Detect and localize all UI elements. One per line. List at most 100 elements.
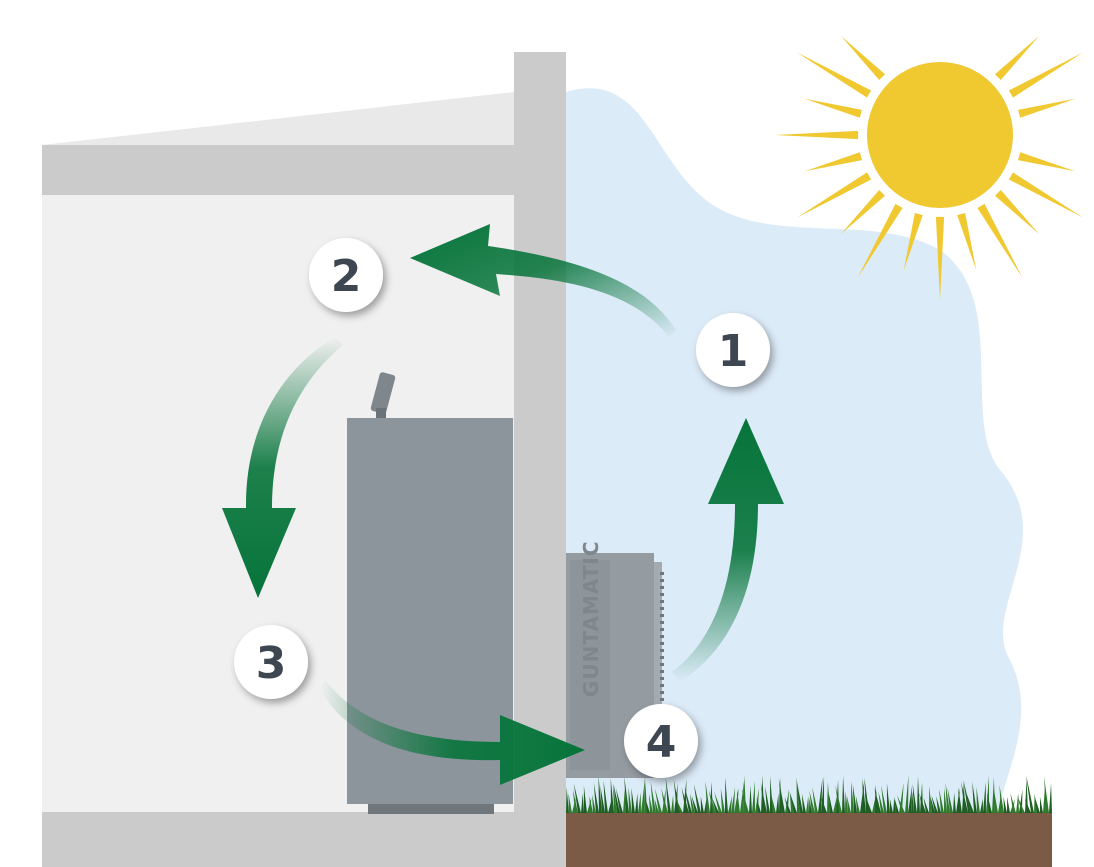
grass-blade — [945, 782, 950, 813]
step-4-number: 4 — [646, 717, 677, 768]
grass-blade — [741, 788, 749, 813]
sun-ray — [841, 36, 885, 80]
grass-blade — [675, 797, 683, 813]
unit-fin — [660, 628, 664, 631]
arrow-4-to-1 — [672, 418, 784, 682]
grass-blade — [638, 792, 641, 813]
grass-blade — [583, 785, 587, 813]
grass-blade — [947, 787, 953, 813]
sun-ray — [1008, 52, 1083, 98]
grass-blade — [673, 779, 680, 813]
step-4-badge — [624, 704, 698, 778]
grass-blade — [987, 793, 992, 813]
grass-blade — [784, 796, 791, 813]
unit-fin — [660, 607, 664, 610]
grass-blade — [828, 792, 833, 813]
grass-blade — [661, 787, 668, 813]
grass-blade — [961, 781, 968, 813]
grass-blade — [1007, 796, 1010, 813]
grass-blade — [874, 787, 881, 813]
grass-blade — [833, 795, 838, 813]
grass-blade — [615, 788, 623, 813]
grass-blade — [704, 798, 707, 813]
arrow-1-to-2 — [410, 224, 676, 338]
sun-ray — [797, 52, 872, 98]
grass-blade — [778, 779, 785, 813]
grass-blade — [864, 793, 872, 813]
grass-blade — [852, 784, 857, 813]
grass-blade — [809, 798, 812, 813]
grass-blade — [684, 787, 692, 813]
grass-blade — [1016, 793, 1019, 813]
grass-blade — [665, 777, 671, 813]
grass — [566, 775, 1052, 813]
grass-blade — [568, 793, 572, 813]
step-2-number: 2 — [331, 251, 362, 302]
sun-ray — [797, 172, 872, 218]
grass-blade — [720, 788, 725, 813]
grass-blade — [603, 780, 608, 813]
grass-blade — [796, 777, 803, 813]
sun-ray — [977, 203, 1023, 278]
unit-fin — [660, 649, 664, 652]
unit-fin — [660, 691, 664, 694]
grass-blade — [654, 798, 659, 813]
unit-fin — [660, 684, 664, 687]
grass-blade — [572, 789, 578, 813]
grass-blade — [993, 789, 998, 813]
grass-blade — [700, 796, 704, 813]
step-2-badge — [309, 238, 383, 312]
grass-blade — [886, 783, 890, 813]
grass-blade — [894, 796, 899, 813]
grass-blade — [705, 781, 710, 813]
grass-blade — [812, 787, 818, 813]
grass-blade — [691, 795, 698, 813]
grass-blade — [648, 793, 653, 813]
grass-blade — [740, 780, 745, 813]
step-1-number: 1 — [718, 326, 749, 377]
grass-blade — [725, 777, 728, 813]
roof-slab — [42, 145, 514, 195]
grass-blade — [801, 793, 806, 813]
roof-slope — [42, 92, 514, 145]
grass-blade — [628, 787, 632, 813]
grass-blade — [842, 775, 845, 813]
grass-blade — [821, 796, 827, 813]
sun-ray — [841, 190, 885, 234]
grass-blade — [929, 786, 932, 813]
grass-blade — [905, 775, 909, 813]
grass-blade — [944, 787, 947, 813]
grass-blade — [728, 796, 732, 813]
grass-blade — [613, 784, 617, 813]
grass-blade — [589, 796, 593, 813]
grass-blade — [845, 790, 848, 813]
grass-blade — [736, 789, 740, 813]
grass-blade — [645, 798, 650, 813]
sun-ray — [995, 36, 1039, 80]
grass-blade — [872, 790, 877, 813]
grass-blade — [908, 785, 913, 813]
grass-blade — [624, 776, 629, 813]
grass-blade — [1049, 783, 1052, 813]
grass-blade — [976, 787, 980, 813]
grass-blade — [708, 790, 716, 813]
grass-blade — [1003, 796, 1007, 813]
sun-ray — [1018, 152, 1076, 172]
sun-icon — [775, 36, 1083, 300]
grass-blade — [1039, 796, 1043, 813]
sun-ray — [804, 98, 862, 118]
grass-blade — [980, 798, 983, 813]
grass-blade — [654, 788, 662, 813]
grass-blade — [897, 794, 905, 813]
grass-blade — [681, 787, 689, 813]
sun-ray — [935, 216, 945, 300]
grass-blade — [939, 789, 944, 813]
grass-blade — [734, 787, 739, 813]
sun-ray — [775, 130, 859, 140]
grass-blade — [972, 781, 977, 813]
grass-blade — [999, 784, 1004, 813]
sun-ray — [995, 190, 1039, 234]
grass-blade — [613, 783, 620, 813]
step-1-badge — [696, 313, 770, 387]
unit-fin — [660, 642, 664, 645]
